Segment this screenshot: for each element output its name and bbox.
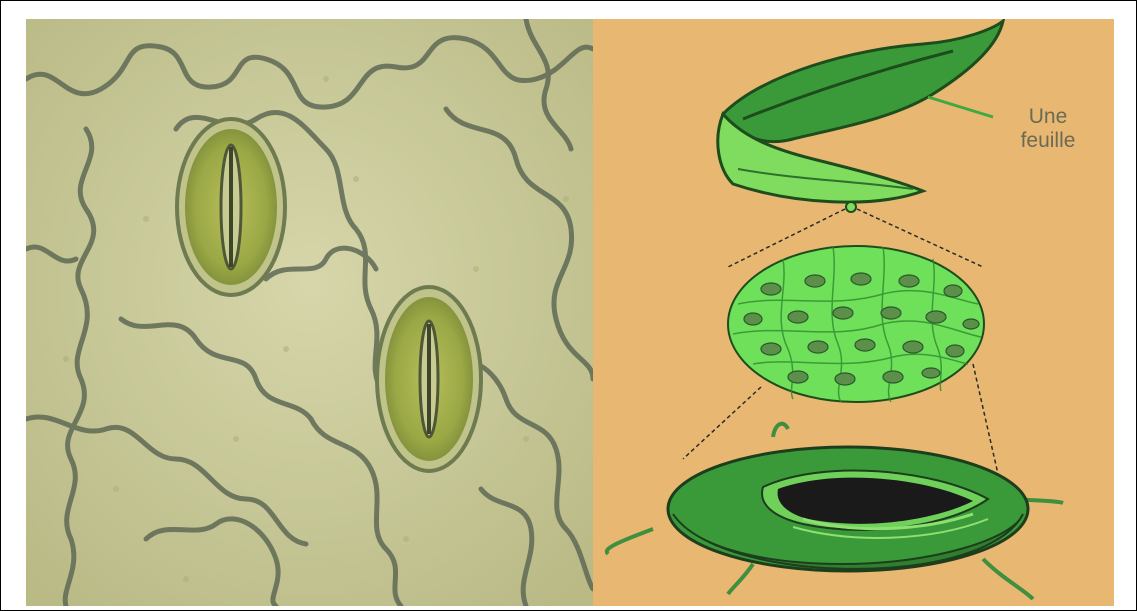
stoma-photo-1 xyxy=(177,119,285,295)
leaf-label: Une feuille xyxy=(993,105,1103,153)
microscope-photo xyxy=(26,19,593,606)
epidermis-disc xyxy=(728,246,984,402)
stomata-figure: Une feuille xyxy=(26,19,1114,606)
stoma-schematic: Une feuille xyxy=(593,19,1114,606)
leaf-label-line-1: Une xyxy=(993,105,1103,129)
stoma-photo-2 xyxy=(377,287,481,471)
leaf-label-line-2: feuille xyxy=(993,129,1103,153)
